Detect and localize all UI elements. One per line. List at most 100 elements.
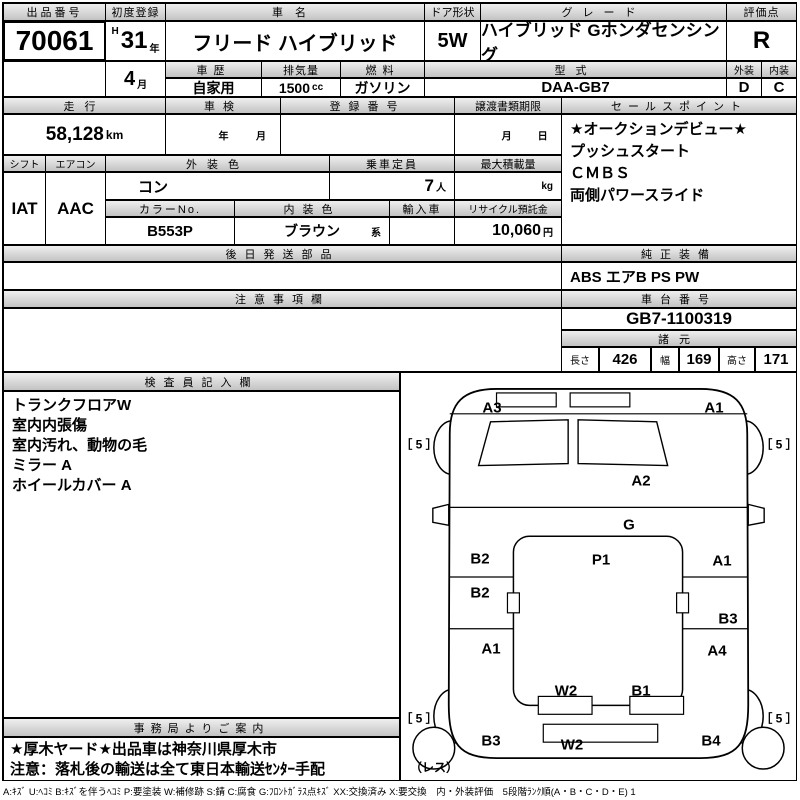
- damage-mark: B2: [470, 584, 490, 602]
- damage-mark: （レス）: [409, 760, 459, 775]
- capacity-value: 7 人: [329, 172, 455, 200]
- specs-header: 諸元: [561, 330, 797, 347]
- recycle-deposit-unit: 円: [543, 227, 553, 239]
- transfer-deadline-header: 譲渡書類期限: [454, 97, 562, 114]
- damage-mark: ［ 5 ］: [760, 711, 797, 726]
- length-label: 長さ: [561, 347, 599, 372]
- inspection-expiry-value: 年 月: [165, 114, 281, 155]
- text-line: ＣＭＢＳ: [570, 165, 631, 182]
- damage-mark: A1: [704, 399, 724, 417]
- sales-points-header: セールスポイント: [561, 97, 797, 114]
- damage-mark: A1: [481, 640, 501, 658]
- displacement-number: 1500: [278, 79, 311, 96]
- mileage-unit: km: [105, 127, 124, 142]
- car-name-header: 車名: [165, 3, 425, 21]
- max-load-unit: kg: [541, 180, 553, 192]
- evaluation-score-header: 評価点: [726, 3, 797, 21]
- interior-color-name: ブラウン: [284, 223, 340, 239]
- exterior-score-value: D: [726, 78, 762, 97]
- chassis-number-header: 車台番号: [561, 290, 797, 308]
- interior-score-value: C: [761, 78, 797, 97]
- capacity-unit: 人: [436, 182, 446, 194]
- text-line: ホイールカバー A: [12, 477, 132, 494]
- fuel-header: 燃料: [340, 61, 425, 78]
- damage-mark: W2: [554, 682, 578, 700]
- caution-notes-area: [3, 308, 562, 372]
- first-registration-year: H 31 年: [105, 21, 166, 61]
- damage-mark: B4: [701, 732, 721, 750]
- lot-number-header: 出品番号: [3, 3, 106, 21]
- aircon-header: エアコン: [45, 155, 106, 172]
- damage-mark: A2: [631, 472, 651, 490]
- shift-header: シフト: [3, 155, 46, 172]
- width-value: 169: [679, 347, 719, 372]
- text-line: プッシュスタート: [570, 143, 691, 160]
- era-letter: H: [111, 26, 119, 37]
- car-outline-svg: [412, 388, 785, 770]
- chassis-number-value: GB7-1100319: [561, 308, 797, 330]
- max-load-header: 最大積載量: [454, 155, 562, 172]
- capacity-number: 7: [424, 176, 434, 195]
- genuine-equipment-value: ABS エアB PS PW: [561, 262, 797, 290]
- interior-score-header: 内装: [761, 61, 797, 78]
- door-shape-value: 5W: [424, 21, 481, 61]
- displacement-value: 1500 cc: [261, 78, 341, 97]
- inspection-expiry-header: 車検: [165, 97, 281, 114]
- inspection-year-unit: 年: [218, 131, 229, 142]
- import-header: 輸入車: [389, 200, 455, 217]
- model-code-value: DAA-GB7: [424, 78, 727, 97]
- text-line: ★厚木ヤード★出品車は神奈川県厚木市: [10, 741, 277, 758]
- evaluation-score-value: R: [726, 21, 797, 61]
- interior-color-value: ブラウン 系: [234, 217, 390, 245]
- later-shipped-parts-header: 後日発送部品: [3, 245, 562, 262]
- registration-number-value: [280, 114, 455, 155]
- inspection-month-unit: 月: [256, 131, 267, 142]
- damage-code-legend: A:ｷｽﾞ U:ﾍｺﾐ B:ｷｽﾞを伴うﾍｺﾐ P:要塗装 W:補修跡 S:錆 …: [3, 787, 636, 798]
- max-load-value: kg: [454, 172, 562, 200]
- car-history-header: 車歴: [165, 61, 262, 78]
- damage-mark: A4: [707, 642, 727, 660]
- grade-header: グレード: [480, 3, 727, 21]
- damage-mark: ［ 5 ］: [400, 437, 438, 452]
- inspector-notes-header: 検査員記入欄: [3, 372, 400, 391]
- model-code-header: 型式: [424, 61, 727, 78]
- recycle-deposit-header: リサイクル預託金: [454, 200, 562, 217]
- mileage-header: 走行: [3, 97, 166, 114]
- genuine-equipment-header: 純正装備: [561, 245, 797, 262]
- damage-mark: ［ 5 ］: [400, 711, 438, 726]
- transfer-day-unit: 日: [537, 131, 548, 142]
- year-unit: 年: [149, 44, 160, 55]
- lot-number-empty-cell: [3, 61, 106, 97]
- damage-mark: B1: [631, 682, 651, 700]
- exterior-color-value: コン: [105, 172, 330, 200]
- first-registration-year-number: 31: [120, 27, 148, 54]
- exterior-score-header: 外装: [726, 61, 762, 78]
- aircon-value: AAC: [45, 172, 106, 245]
- damage-mark: A1: [712, 552, 732, 570]
- registration-number-header: 登録番号: [280, 97, 455, 114]
- office-announcement-list: ★厚木ヤード★出品車は神奈川県厚木市注意：落札後の輸送は全て東日本輸送ｾﾝﾀｰ手…: [3, 737, 400, 781]
- fuel-value: ガソリン: [340, 78, 425, 97]
- damage-mark: B3: [481, 732, 501, 750]
- transfer-month-unit: 月: [501, 131, 512, 142]
- damage-mark: B2: [470, 550, 490, 568]
- door-shape-header: ドア形状: [424, 3, 481, 21]
- damage-mark: G: [623, 516, 635, 534]
- interior-color-suffix: 系: [371, 227, 381, 239]
- height-value: 171: [755, 347, 797, 372]
- damage-mark: A3: [482, 399, 502, 417]
- damage-mark: P1: [591, 551, 611, 569]
- displacement-unit: cc: [312, 82, 324, 93]
- length-value: 426: [599, 347, 651, 372]
- transfer-deadline-value: 月 日: [454, 114, 562, 155]
- mileage-value: 58,128 km: [3, 114, 166, 155]
- recycle-deposit-number: 10,060: [492, 222, 541, 239]
- color-number-header: カラーNo.: [105, 200, 235, 217]
- office-announcement-header: 事務局よりご案内: [3, 718, 400, 737]
- later-shipped-parts-value: [3, 262, 562, 290]
